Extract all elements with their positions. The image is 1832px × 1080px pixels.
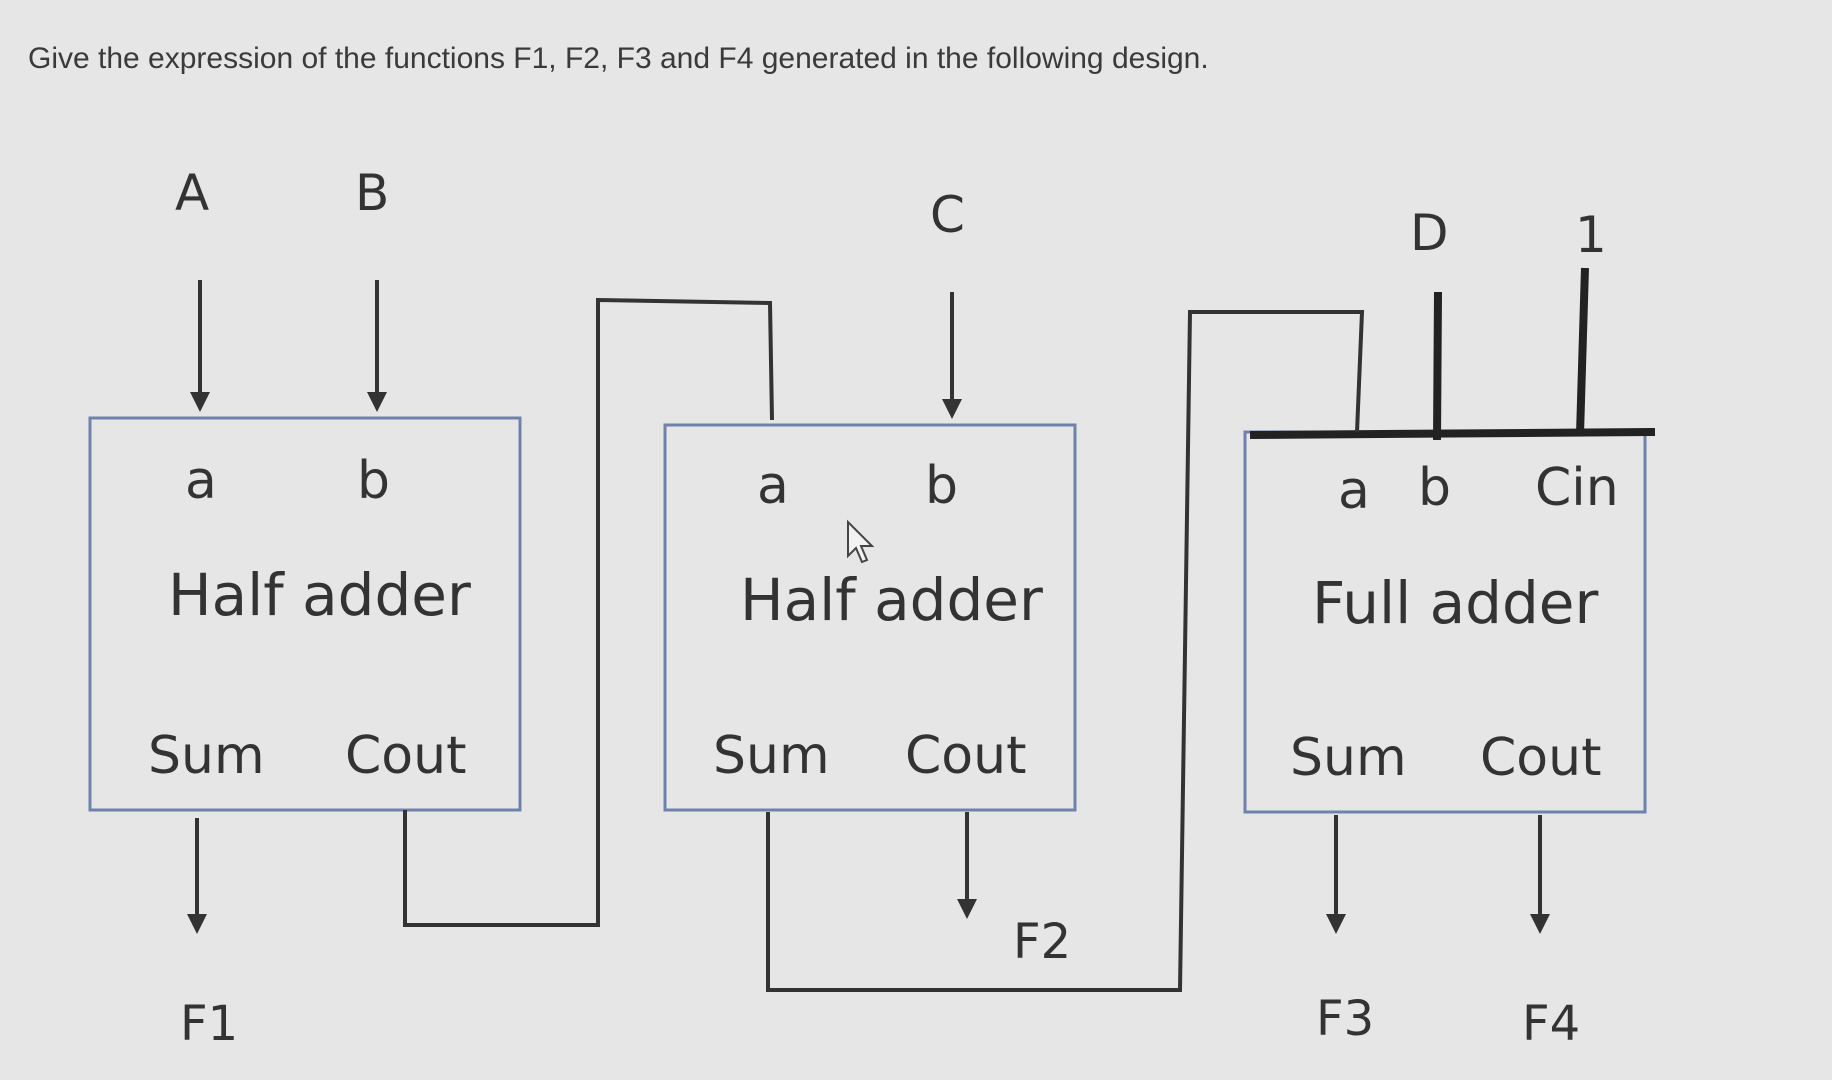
wire-d-in — [1433, 291, 1442, 441]
full-adder-top-bus — [1249, 428, 1656, 439]
fa-port-a: a — [1338, 461, 1370, 521]
ha1-port-cout: Cout — [345, 726, 466, 786]
input-label-a: A — [175, 164, 209, 222]
output-label-f3: F3 — [1316, 991, 1374, 1047]
input-label-c: C — [930, 186, 965, 244]
fa-title: Full adder — [1312, 569, 1598, 637]
ha2-port-a: a — [757, 456, 789, 516]
wire-ha1cout-to-ha2a — [403, 297, 774, 927]
output-label-f1: F1 — [180, 996, 238, 1052]
fa-port-b: b — [1418, 458, 1451, 518]
ha1-port-a: a — [185, 451, 217, 511]
ha2-port-cout: Cout — [905, 726, 1026, 786]
question-text: Give the expression of the functions F1,… — [28, 42, 1209, 75]
half-adder-2 — [663, 423, 1077, 812]
full-adder — [1243, 430, 1647, 814]
input-label-b: B — [355, 164, 389, 222]
wire-ha2sum-to-faa — [766, 310, 1365, 992]
fa-port-cin: Cin — [1535, 458, 1619, 518]
half-adder-1 — [88, 416, 522, 812]
fa-port-sum: Sum — [1290, 728, 1407, 788]
fa-port-cout: Cout — [1480, 728, 1601, 788]
ha1-port-b: b — [357, 451, 390, 511]
ha2-port-b: b — [925, 456, 958, 516]
output-label-f4: F4 — [1522, 996, 1580, 1052]
ha2-port-sum: Sum — [713, 726, 830, 786]
output-label-f2: F2 — [1013, 914, 1071, 970]
mouse-pointer-icon — [847, 519, 875, 564]
ha1-title: Half adder — [168, 561, 471, 629]
ha2-title: Half adder — [740, 566, 1043, 634]
wire-one-in — [1576, 267, 1589, 435]
input-label-d: D — [1410, 204, 1449, 262]
ha1-port-sum: Sum — [148, 726, 265, 786]
input-label-one: 1 — [1575, 206, 1607, 264]
